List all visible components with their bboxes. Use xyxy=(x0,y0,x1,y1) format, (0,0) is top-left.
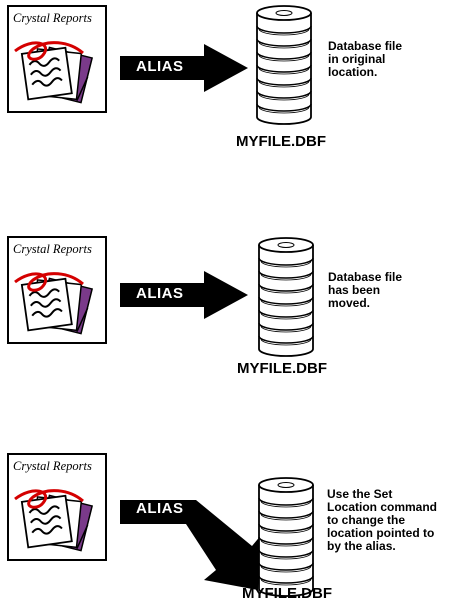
database-ring-inner xyxy=(258,106,310,114)
database-ring xyxy=(258,510,314,519)
database-ring xyxy=(256,51,312,60)
database-ring-inner xyxy=(258,93,310,101)
database-ring-inner xyxy=(260,500,312,508)
database-ring-inner xyxy=(260,286,312,294)
database-ring xyxy=(256,90,312,99)
database-ring-inner xyxy=(258,67,310,75)
database-ring xyxy=(258,575,314,584)
location-caption: Database file has been moved. xyxy=(328,270,403,310)
database-ring-inner xyxy=(260,338,312,346)
alias-arrow-bent xyxy=(120,500,260,590)
database-top-hole xyxy=(275,10,293,16)
filename-label: MYFILE.DBF xyxy=(236,133,326,150)
database-ring xyxy=(258,335,314,344)
database-ring xyxy=(258,283,314,292)
database-body xyxy=(258,485,314,597)
database-ring xyxy=(258,270,314,279)
database-ring-inner xyxy=(258,54,310,62)
database-body xyxy=(256,13,312,125)
database-top-hole xyxy=(277,242,295,248)
database-top-hole xyxy=(277,482,295,488)
crystal-reports-logo: Crystal Reports xyxy=(7,236,107,344)
database-ring-inner xyxy=(260,260,312,268)
database-top xyxy=(258,477,314,493)
database-ring-inner xyxy=(260,539,312,547)
alias-label: ALIAS xyxy=(136,500,184,517)
database-ring xyxy=(258,322,314,331)
report-pages-icon xyxy=(14,41,94,104)
database-ring-inner xyxy=(258,80,310,88)
alias-label: ALIAS xyxy=(136,58,184,75)
database-ring-inner xyxy=(258,28,310,36)
database-ring xyxy=(258,497,314,506)
panel-original-location: Crystal Reports ALIAS Database file in o… xyxy=(0,0,460,170)
database-ring xyxy=(256,77,312,86)
database-ring-inner xyxy=(260,312,312,320)
database-ring xyxy=(256,25,312,34)
alias-arrow xyxy=(120,271,248,319)
panel-set-location: Crystal Reports ALIAS Use the Set Locati… xyxy=(0,450,460,605)
alias-label: ALIAS xyxy=(136,285,184,302)
database-ring xyxy=(256,38,312,47)
database-ring-inner xyxy=(260,526,312,534)
database-icon xyxy=(256,5,312,125)
database-ring-inner xyxy=(260,552,312,560)
database-ring-inner xyxy=(260,273,312,281)
logo-text: Crystal Reports xyxy=(13,242,92,256)
location-caption: Database file in original location. xyxy=(328,39,403,79)
database-ring xyxy=(258,257,314,266)
filename-label: MYFILE.DBF xyxy=(237,360,327,377)
report-pages-icon xyxy=(14,272,94,335)
database-ring xyxy=(256,103,312,112)
database-ring-inner xyxy=(260,513,312,521)
database-body xyxy=(258,245,314,357)
database-top xyxy=(256,5,312,21)
database-ring-inner xyxy=(260,565,312,573)
database-ring-inner xyxy=(260,578,312,586)
report-pages-icon xyxy=(14,489,94,552)
location-caption: Use the Set Location command to change t… xyxy=(327,487,438,553)
database-ring xyxy=(258,549,314,558)
logo-text: Crystal Reports xyxy=(13,459,92,473)
database-ring xyxy=(258,523,314,532)
logo-text: Crystal Reports xyxy=(13,11,92,25)
database-ring-inner xyxy=(260,325,312,333)
database-ring xyxy=(258,309,314,318)
database-ring xyxy=(258,296,314,305)
database-ring-inner xyxy=(258,41,310,49)
panel-file-moved: Crystal Reports ALIAS Database file has … xyxy=(0,229,460,399)
filename-label: MYFILE.DBF xyxy=(242,585,332,602)
database-icon xyxy=(258,477,314,597)
crystal-reports-logo: Crystal Reports xyxy=(7,453,107,561)
database-ring xyxy=(258,562,314,571)
database-top xyxy=(258,237,314,253)
database-ring xyxy=(256,64,312,73)
alias-arrow xyxy=(120,44,248,92)
database-icon xyxy=(258,237,314,357)
crystal-reports-logo: Crystal Reports xyxy=(7,5,107,113)
database-ring xyxy=(258,536,314,545)
database-ring-inner xyxy=(260,299,312,307)
